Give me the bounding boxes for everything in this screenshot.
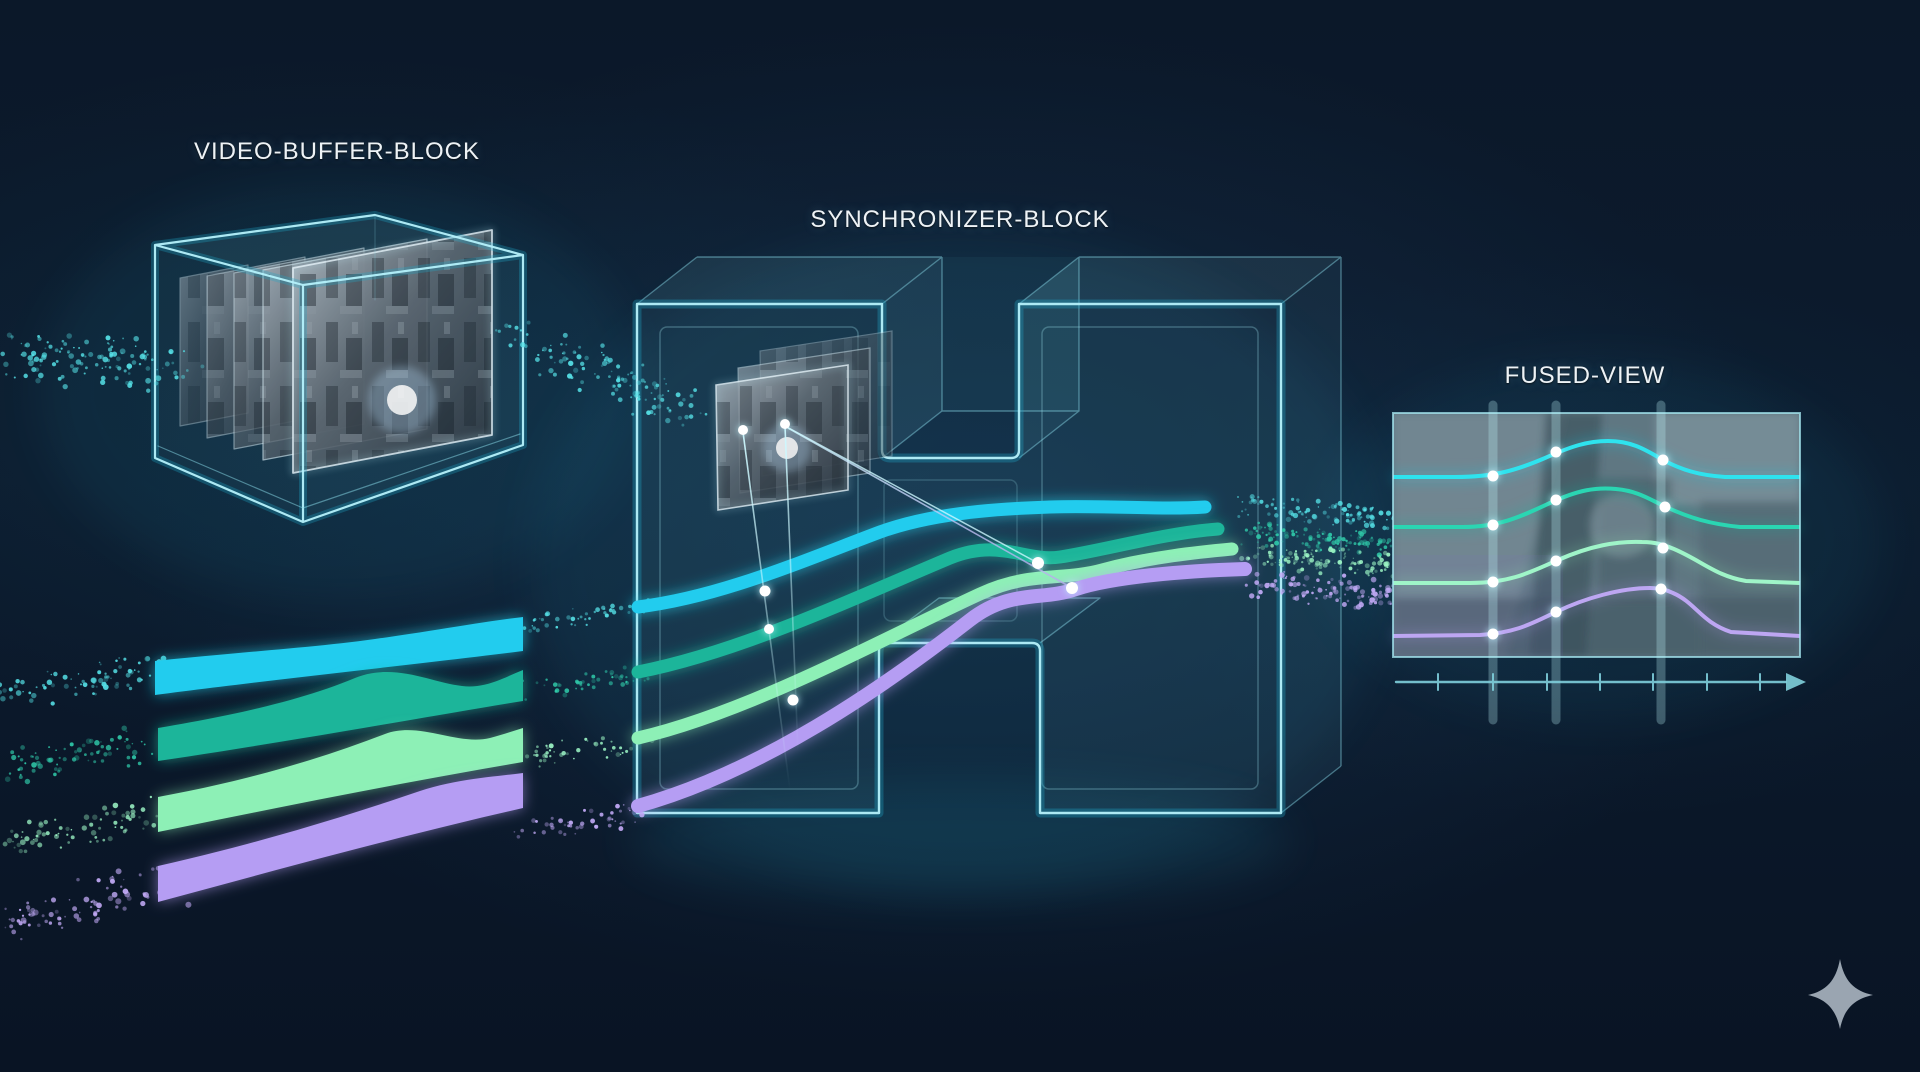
axis-arrow-icon [1786, 673, 1806, 691]
sync-ribbon-teal [631, 522, 1225, 679]
sync-back-edges [636, 256, 1342, 814]
sparkle-icon [1808, 959, 1873, 1029]
connector-line-3 [784, 425, 1039, 564]
fused-panel-border [1392, 412, 1801, 658]
stream-ribbons [155, 500, 1252, 902]
fused-curve-cyan [1393, 438, 1800, 479]
buffer-front-frame [292, 229, 493, 474]
connector-line-1 [742, 431, 791, 791]
sync-anchor-dots [738, 419, 790, 435]
time-axis [1394, 673, 1788, 691]
video-buffer-label: VIDEO-BUFFER-BLOCK [193, 138, 481, 165]
fused-curve-dots [1487, 446, 1671, 640]
sync-connectors [742, 425, 1073, 791]
fused-curves [1392, 438, 1801, 638]
connector-line-4 [787, 427, 1073, 589]
particle-streams [0, 320, 1409, 941]
sync-ribbon-mint [631, 542, 1239, 745]
stream-bar-cyan [155, 617, 523, 695]
sync-top-face-right [1019, 257, 1341, 304]
sync-front-frame [715, 364, 849, 511]
notch-right-wall [1019, 257, 1079, 458]
stream-bar-mint [158, 728, 523, 832]
fused-curve-mint [1393, 539, 1801, 585]
stream-bar-teal [158, 670, 523, 761]
notch-back-wall [942, 257, 1079, 411]
ribbon-sync-dots [759, 557, 1078, 706]
sync-ribbon-cyan [631, 500, 1212, 614]
fused-view-label: FUSED-VIEW [1504, 362, 1666, 389]
sync-top-face-left [637, 257, 942, 304]
synchronizer-label: SYNCHRONIZER-BLOCK [810, 206, 1110, 233]
axis-ticks [1437, 673, 1761, 691]
notch-left-wall [882, 257, 942, 458]
stream-bar-purple [158, 773, 523, 902]
sync-right-face [1281, 257, 1341, 813]
video-buffer-block [151, 211, 527, 526]
fused-view-panel [1392, 400, 1806, 725]
fused-panel-backdrop [1393, 413, 1800, 657]
buffer-box-edges [151, 211, 527, 526]
buffer-frame-stack [179, 229, 493, 474]
fused-curve-teal [1393, 486, 1800, 529]
fused-curve-purple [1392, 585, 1801, 638]
sync-ribbon-purple [631, 562, 1252, 813]
